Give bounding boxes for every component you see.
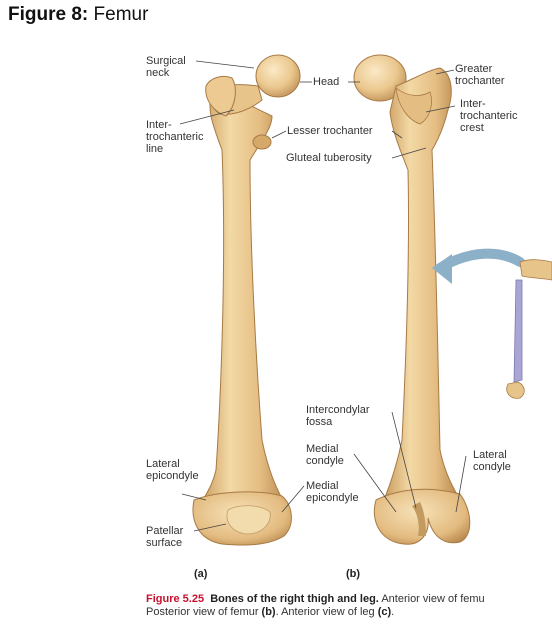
label-lesser-trochanter: Lesser trochanter — [287, 125, 373, 137]
femur-anterior — [192, 54, 301, 546]
femur-head-a — [255, 54, 301, 98]
label-head: Head — [313, 76, 340, 88]
caption-ref-c: (c) — [377, 606, 392, 618]
caption-line2-prefix: Posterior view of femur — [146, 606, 262, 618]
lesser-trochanter-a — [252, 134, 272, 150]
panel-label-a: (a) — [194, 568, 208, 580]
figure-number: Figure 8: — [8, 4, 89, 25]
label-intertrochanteric-crest: Inter- trochanteric crest — [460, 98, 518, 134]
caption-line1-rest: Anterior view of femu — [381, 593, 485, 605]
caption-line2-mid: . Anterior view of leg — [275, 606, 378, 618]
label-intertrochanteric-line: Inter- trochanteric line — [146, 119, 204, 155]
femur-head-b — [353, 54, 407, 102]
femur-posterior — [353, 54, 471, 545]
leader-lines — [179, 60, 467, 532]
label-intercondylar-fossa: Intercondylar fossa — [306, 404, 370, 428]
panel-label-b: (b) — [346, 568, 361, 580]
label-surgical-neck: Surgical neck — [146, 55, 186, 79]
label-lateral-epicondyle: Lateral epicondyle — [146, 458, 199, 482]
caption-line-2: Posterior view of femur (b). Anterior vi… — [146, 606, 552, 619]
caption-title: Bones of the right thigh and leg. — [210, 593, 379, 605]
caption-line-1: Figure 5.25 Bones of the right thigh and… — [146, 593, 552, 606]
label-patellar-surface: Patellar surface — [146, 525, 184, 549]
figure-title: Femur — [93, 4, 149, 25]
page-title: Figure 8: Femur — [8, 4, 148, 26]
label-gluteal-tuberosity: Gluteal tuberosity — [286, 152, 372, 164]
label-lateral-condyle: Lateral condyle — [473, 449, 511, 473]
figure-caption: Figure 5.25 Bones of the right thigh and… — [146, 593, 552, 619]
label-medial-condyle: Medial condyle — [306, 443, 344, 467]
caption-figure-number: Figure 5.25 — [146, 593, 205, 605]
label-medial-epicondyle: Medial epicondyle — [306, 480, 359, 504]
caption-ref-b: (b) — [261, 606, 276, 618]
leg-skeleton-partial — [432, 248, 552, 399]
label-greater-trochanter: Greater trochanter — [455, 63, 505, 87]
caption-line2-end: . — [391, 606, 395, 618]
